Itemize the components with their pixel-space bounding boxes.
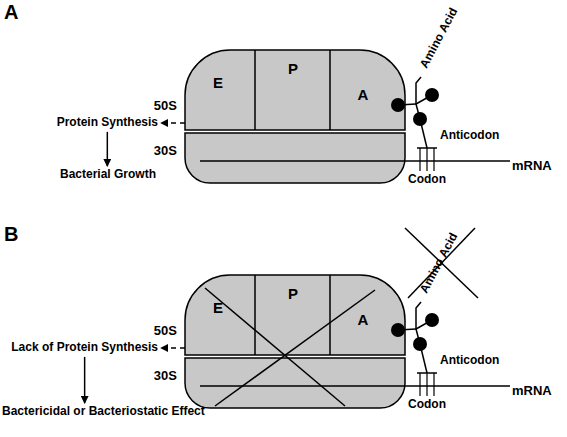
molecule-label: Anticodon <box>440 129 499 141</box>
cross-out-mark <box>408 228 475 298</box>
subunit-label: 50S <box>154 99 177 112</box>
site-label: P <box>288 61 298 76</box>
outcome-text: Bacterial Growth <box>60 168 156 182</box>
subunit-shape <box>185 358 405 408</box>
panel-letter: B <box>4 224 18 244</box>
dashed-arrow <box>161 122 185 124</box>
molecule-label: mRNA <box>512 159 552 172</box>
ribosome-small-subunit: 30S <box>185 133 405 183</box>
ribosome-large-subunit: 50SEPA <box>185 275 405 355</box>
subunit-shape <box>185 133 405 183</box>
cross-out-mark <box>205 288 345 406</box>
subunit-outline <box>185 358 405 408</box>
panel-a-art <box>200 50 510 171</box>
trna-loop <box>413 112 427 126</box>
site-label: P <box>288 286 298 301</box>
panel-b-art <box>200 228 510 406</box>
panel-letter: A <box>4 2 18 22</box>
molecule-label: Amino Acid <box>418 231 460 295</box>
anticodon-tick <box>419 148 420 161</box>
outcome-label: Bacterial Growth <box>60 168 156 182</box>
subunit-shape <box>185 275 405 355</box>
dashed-arrow <box>161 347 185 349</box>
codon-tick <box>426 161 427 171</box>
trna-loop <box>425 313 439 327</box>
amino-acid-stem <box>416 77 421 104</box>
molecule-label: Anticodon <box>440 354 499 366</box>
site-label: A <box>358 312 369 327</box>
site-divider <box>254 50 256 130</box>
site-label: A <box>358 87 369 102</box>
codon-tick <box>426 386 427 396</box>
outcome-label: Bactericidal or Bacteriostatic Effect <box>2 405 205 419</box>
flow-arrow <box>84 357 86 403</box>
anticodon-tick <box>426 373 427 386</box>
outcome-text: Bactericidal or Bacteriostatic Effect <box>2 405 205 419</box>
subunit-label: 50S <box>154 324 177 337</box>
trna-loop <box>391 98 405 112</box>
anticodon-tick <box>433 148 434 161</box>
subunit-label: 30S <box>154 144 177 157</box>
subunit-shape <box>185 50 405 130</box>
outcome-text: Lack of Protein Synthesis <box>11 341 158 355</box>
cross-out-mark <box>215 290 375 406</box>
trna-loop <box>413 337 427 351</box>
molecule-label: Codon <box>408 173 446 185</box>
molecule-label: Codon <box>408 398 446 410</box>
flow-arrow <box>107 132 109 166</box>
mrna-strand <box>200 160 510 162</box>
anticodon-tick <box>426 148 427 161</box>
molecule-label: mRNA <box>512 384 552 397</box>
outcome-text: Protein Synthesis <box>57 116 158 130</box>
amino-acid-stem <box>416 302 421 329</box>
trna-loop <box>425 88 439 102</box>
outcome-label: Lack of Protein Synthesis <box>11 341 158 355</box>
codon-tick <box>419 386 420 396</box>
subunit-label: 30S <box>154 369 177 382</box>
anticodon-tick <box>419 373 420 386</box>
ribosome-small-subunit: 30S <box>185 358 405 408</box>
subunit-outline <box>185 133 405 183</box>
anticodon-tick <box>433 373 434 386</box>
site-divider <box>254 275 256 355</box>
site-divider <box>329 275 331 355</box>
codon-tick <box>419 161 420 171</box>
ribosome-large-subunit: 50SEPA <box>185 50 405 130</box>
molecule-label: Amino Acid <box>418 6 460 70</box>
outcome-label: Protein Synthesis <box>57 116 158 130</box>
trna-loop <box>391 323 405 337</box>
site-divider <box>329 50 331 130</box>
site-label: E <box>213 75 223 90</box>
codon-tick <box>433 161 434 171</box>
cross-out-mark <box>405 228 478 298</box>
mrna-strand <box>200 385 510 387</box>
codon-tick <box>433 386 434 396</box>
